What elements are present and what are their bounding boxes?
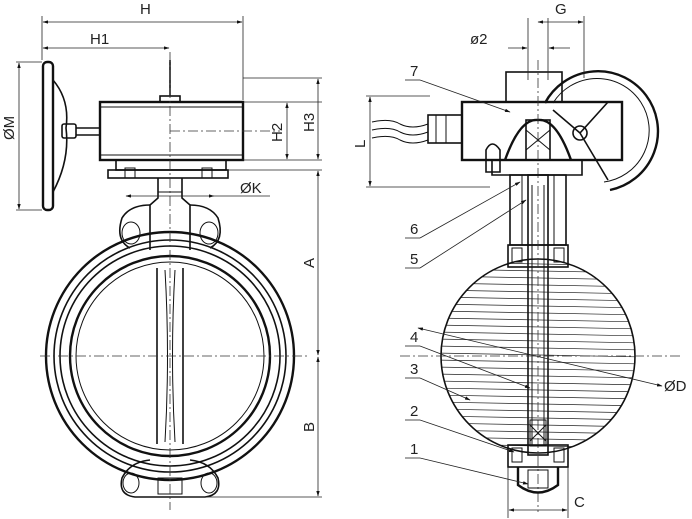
dim-A-label: A bbox=[301, 258, 318, 268]
dim-H3-label: H3 bbox=[301, 113, 318, 132]
hatch-line bbox=[441, 401, 635, 407]
part-label-2: 2 bbox=[410, 403, 418, 420]
section-view: G ø2 L ØD C 7 6 5 4 3 2 1 bbox=[352, 1, 687, 518]
hatch-line bbox=[441, 289, 635, 295]
front-view: H H1 ØM H2 H3 ØK A B bbox=[1, 1, 322, 510]
hatch-line bbox=[441, 394, 635, 400]
bottom-hub bbox=[507, 444, 569, 494]
dim-G-label: G bbox=[555, 1, 567, 18]
hatch-line bbox=[441, 303, 635, 309]
dim-H1-label: H1 bbox=[90, 31, 109, 48]
valve-body bbox=[40, 52, 310, 510]
part-label-5: 5 bbox=[410, 251, 418, 268]
hatch-line bbox=[441, 345, 635, 351]
hatch-line bbox=[441, 296, 635, 302]
hatch-line bbox=[441, 261, 635, 267]
gearbox bbox=[98, 60, 280, 171]
part-leaders bbox=[405, 79, 531, 485]
shaft bbox=[527, 174, 549, 456]
hatch-line bbox=[441, 331, 635, 337]
part-label-3: 3 bbox=[410, 361, 418, 378]
hatch-line bbox=[441, 282, 635, 288]
hatch-line bbox=[441, 415, 635, 421]
dim-C-label: C bbox=[574, 494, 585, 511]
dim-d2-label: ø2 bbox=[470, 31, 488, 48]
handwheel bbox=[41, 60, 100, 212]
hatch-line bbox=[441, 268, 635, 274]
dim-H-label: H bbox=[140, 1, 151, 18]
hatch-line bbox=[441, 275, 635, 281]
part-label-4: 4 bbox=[410, 329, 418, 346]
hatch-line bbox=[441, 422, 635, 428]
dim-B-label: B bbox=[301, 422, 318, 432]
hatch-line bbox=[441, 436, 635, 442]
dimension-lines-left bbox=[16, 16, 322, 498]
dim-D-label: ØD bbox=[664, 378, 687, 395]
part-label-7: 7 bbox=[410, 63, 418, 80]
part-label-1: 1 bbox=[410, 441, 418, 458]
dimension-lines-right bbox=[366, 16, 663, 518]
dim-K-label: ØK bbox=[240, 180, 262, 197]
hatch-line bbox=[441, 310, 635, 316]
hatch-line bbox=[441, 387, 635, 393]
hatch-line bbox=[441, 408, 635, 414]
hatch-line bbox=[441, 324, 635, 330]
hatch-line bbox=[441, 366, 635, 372]
hatch-line bbox=[441, 317, 635, 323]
gearbox-side bbox=[371, 70, 660, 192]
dim-H2-label: H2 bbox=[269, 123, 286, 142]
hatch-line bbox=[441, 380, 635, 386]
dim-L-label: L bbox=[352, 140, 369, 148]
dim-M-label: ØM bbox=[1, 116, 18, 140]
part-label-6: 6 bbox=[410, 221, 418, 238]
hatch-line bbox=[435, 458, 645, 462]
